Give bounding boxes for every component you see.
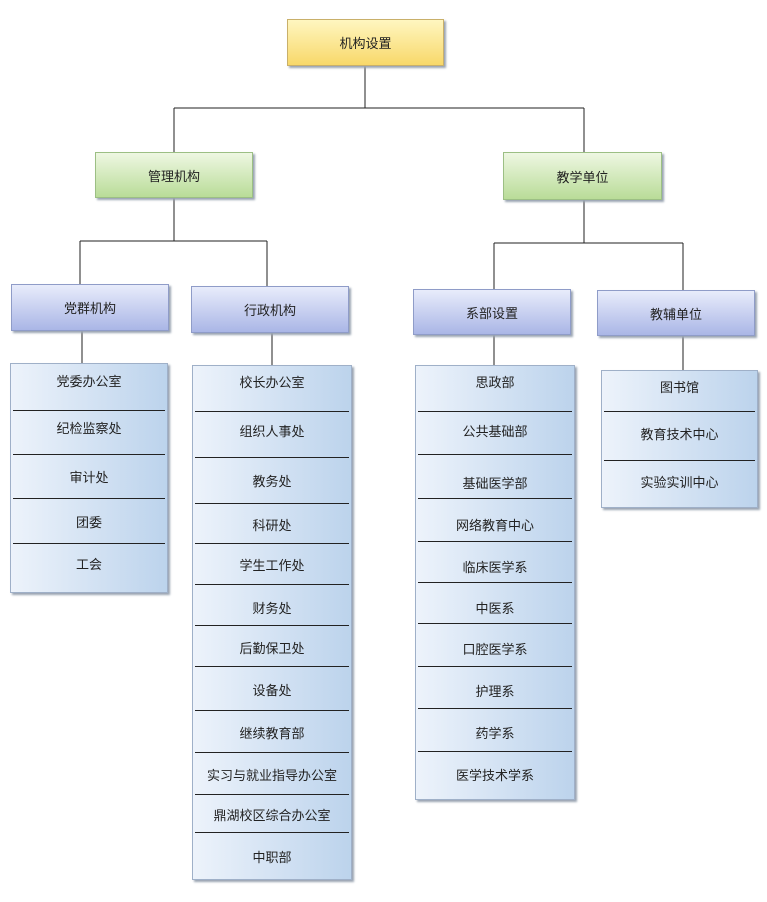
divider — [418, 454, 572, 455]
list-item: 学生工作处 — [239, 559, 305, 574]
divider — [13, 454, 165, 455]
list-item: 教务处 — [252, 475, 292, 490]
list-item: 继续教育部 — [239, 726, 305, 742]
list-item: 基础医学部 — [462, 476, 528, 492]
divider — [418, 582, 572, 583]
list-item: 校长办公室 — [239, 375, 305, 391]
list-item: 审计处 — [69, 471, 109, 486]
list-item: 鼎湖校区综合办公室 — [213, 808, 331, 824]
list-item: 财务处 — [252, 601, 292, 617]
connector-management — [79, 198, 268, 288]
list-item: 后勤保卫处 — [239, 642, 305, 657]
connector-teaching — [493, 200, 684, 290]
divider — [195, 503, 349, 504]
divider — [418, 666, 572, 667]
list-item: 设备处 — [252, 684, 292, 699]
list-item: 实验实训中心 — [640, 475, 719, 491]
list-item: 网络教育中心 — [455, 518, 534, 534]
divider — [195, 666, 349, 667]
divider — [195, 710, 349, 711]
list-item: 思政部 — [475, 375, 515, 391]
list-item: 公共基础部 — [462, 425, 528, 440]
admin-group-node: 行政机构 — [191, 286, 349, 333]
list-item: 实习与就业指导办公室 — [206, 768, 337, 784]
divider — [13, 543, 165, 544]
support-units-list: 图书馆 教育技术中心 实验实训中心 — [601, 370, 758, 508]
divider — [418, 411, 572, 412]
divider — [418, 708, 572, 709]
list-item: 工会 — [75, 557, 102, 573]
divider — [195, 411, 349, 412]
divider — [418, 498, 572, 499]
list-item: 中医系 — [475, 601, 515, 617]
divider — [418, 623, 572, 624]
departments-group-node: 系部设置 — [413, 289, 571, 335]
connector-leaves — [81, 331, 684, 370]
divider — [195, 625, 349, 626]
divider — [195, 457, 349, 458]
party-units-list: 党委办公室 纪检监察处 审计处 团委 工会 — [10, 363, 168, 593]
teaching-label: 教学单位 — [556, 170, 609, 186]
list-item: 中职部 — [252, 850, 292, 866]
departments-group-label: 系部设置 — [465, 306, 518, 322]
list-item: 口腔医学系 — [462, 642, 528, 658]
list-item: 药学系 — [475, 726, 515, 742]
support-group-node: 教辅单位 — [597, 290, 755, 336]
list-item: 护理系 — [475, 684, 515, 700]
admin-group-label: 行政机构 — [243, 304, 296, 319]
divider — [195, 794, 349, 795]
list-item: 纪检监察处 — [56, 421, 122, 437]
support-group-label: 教辅单位 — [649, 307, 702, 323]
list-item: 组织人事处 — [239, 425, 305, 440]
admin-units-list: 校长办公室 组织人事处 教务处 科研处 学生工作处 财务处 后勤保卫处 设备处 … — [192, 365, 352, 880]
divider — [418, 751, 572, 752]
list-item: 团委 — [75, 515, 102, 531]
divider — [195, 752, 349, 753]
list-item: 科研处 — [252, 518, 292, 534]
root-node: 机构设置 — [287, 19, 444, 66]
list-item: 医学技术学系 — [455, 768, 534, 784]
connector-root — [173, 66, 585, 152]
departments-list: 思政部 公共基础部 基础医学部 网络教育中心 临床医学系 中医系 口腔医学系 护… — [415, 365, 575, 800]
party-group-node: 党群机构 — [11, 284, 169, 331]
teaching-node: 教学单位 — [503, 152, 662, 200]
list-item: 图书馆 — [659, 380, 699, 396]
divider — [13, 498, 165, 499]
management-node: 管理机构 — [95, 152, 253, 198]
divider — [604, 460, 755, 461]
divider — [195, 584, 349, 585]
management-label: 管理机构 — [147, 169, 200, 185]
divider — [604, 411, 755, 412]
list-item: 党委办公室 — [56, 374, 122, 390]
divider — [13, 410, 165, 411]
party-group-label: 党群机构 — [63, 302, 116, 317]
list-item: 教育技术中心 — [640, 427, 719, 443]
divider — [195, 832, 349, 833]
divider — [195, 543, 349, 544]
divider — [418, 541, 572, 542]
list-item: 临床医学系 — [462, 560, 528, 576]
root-label: 机构设置 — [339, 37, 392, 52]
